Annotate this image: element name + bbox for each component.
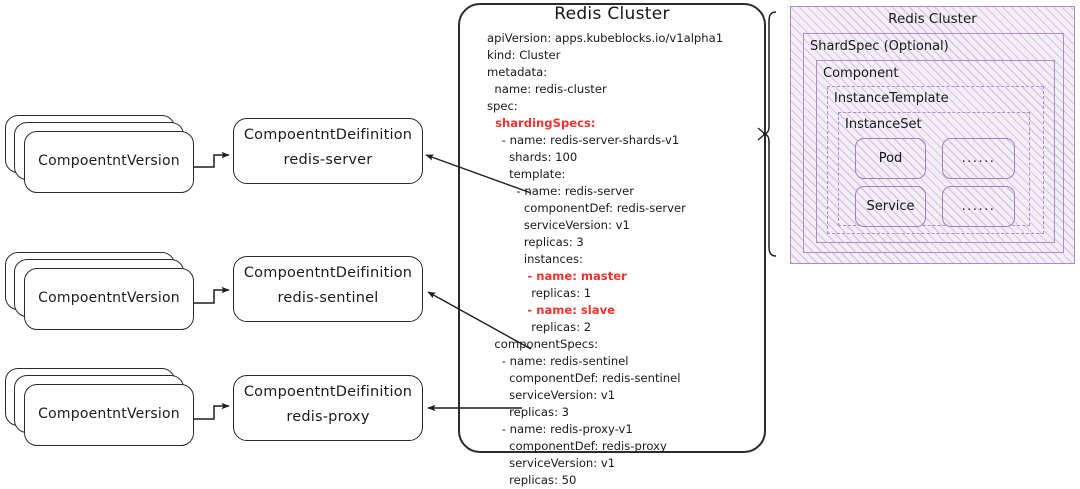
panel-redis-cluster-label: Redis Cluster	[888, 11, 977, 27]
connector-layer	[194, 11, 777, 420]
brace-yaml-to-panel	[757, 11, 777, 257]
yaml-line: serviceVersion: v1	[487, 218, 630, 232]
component-version-stack-2: CompoentntVersion	[5, 252, 195, 330]
yaml-line: template:	[487, 167, 566, 181]
component-version-label: CompoentntVersion	[38, 153, 180, 170]
panel-instanceset-label: InstanceSet	[845, 117, 922, 132]
yaml-line: replicas: 3	[487, 235, 584, 249]
connector-version-to-definition-1	[194, 151, 230, 168]
diagram-canvas: CompoentntVersion CompoentntDeifinition …	[5, 3, 1075, 487]
yaml-line: apiVersion: apps.kubeblocks.io/v1alpha1	[487, 31, 724, 45]
component-version-stack-3: CompoentntVersion	[5, 368, 195, 446]
connector-yaml-to-redis-sentinel	[427, 291, 532, 350]
leaf-box-pod[interactable]: Pod	[855, 138, 926, 179]
yaml-line: spec:	[487, 99, 518, 113]
yaml-line: componentDef: redis-proxy	[487, 439, 667, 453]
connector-yaml-to-redis-server	[425, 154, 532, 194]
yaml-line: shards: 100	[487, 150, 578, 164]
yaml-line: replicas: 2	[487, 320, 592, 334]
yaml-line: serviceVersion: v1	[487, 388, 616, 402]
yaml-line: - name: slave	[487, 303, 616, 317]
leaf-box-service[interactable]: Service	[855, 186, 926, 227]
stack-sheet-front	[24, 268, 194, 330]
stack-sheet-front	[24, 384, 194, 446]
yaml-line: shardingSpecs:	[487, 116, 596, 130]
yaml-line: - name: redis-proxy-v1	[487, 422, 633, 436]
component-version-label: CompoentntVersion	[38, 290, 180, 307]
connector-version-to-definition-2	[194, 286, 230, 304]
panel-shardspec: ShardSpec (Optional) Component InstanceT…	[803, 33, 1064, 253]
connector-version-to-definition-3	[194, 402, 230, 420]
leaf-box-service-more[interactable]: ......	[942, 186, 1015, 227]
yaml-line: - name: master	[487, 269, 627, 283]
component-definition-box-redis-sentinel[interactable]: CompoentntDeifinition redis-sentinel	[233, 256, 423, 322]
stack-sheet-front	[24, 131, 194, 193]
yaml-line: componentDef: redis-sentinel	[487, 371, 681, 385]
yaml-line: metadata:	[487, 65, 548, 79]
component-definition-title: CompoentntDeifinition	[243, 265, 413, 282]
yaml-line: - name: redis-sentinel	[487, 354, 629, 368]
yaml-line: replicas: 1	[487, 286, 592, 300]
component-definition-subtitle: redis-server	[283, 152, 373, 169]
panel-component: Component InstanceTemplate InstanceSet P…	[816, 60, 1055, 243]
yaml-line: - name: redis-server	[487, 184, 634, 198]
panel-shardspec-label: ShardSpec (Optional)	[810, 39, 949, 54]
component-definition-title: CompoentntDeifinition	[243, 127, 413, 144]
component-definition-title: CompoentntDeifinition	[243, 384, 413, 401]
component-version-label: CompoentntVersion	[38, 406, 180, 423]
yaml-line: name: redis-cluster	[487, 82, 607, 96]
panel-instancetemplate: InstanceTemplate InstanceSet Pod ...... …	[827, 86, 1044, 234]
panel-instancetemplate-label: InstanceTemplate	[834, 91, 949, 106]
yaml-card-title: Redis Cluster	[554, 4, 670, 24]
component-definition-subtitle: redis-sentinel	[277, 290, 379, 307]
panel-instanceset: InstanceSet Pod ...... Service ......	[838, 112, 1030, 227]
component-definition-box-redis-server[interactable]: CompoentntDeifinition redis-server	[233, 118, 423, 184]
panel-redis-cluster: Redis Cluster ShardSpec (Optional) Compo…	[790, 6, 1075, 264]
component-definition-box-redis-proxy[interactable]: CompoentntDeifinition redis-proxy	[233, 375, 423, 441]
yaml-line: replicas: 50	[487, 473, 577, 487]
yaml-line: - name: redis-server-shards-v1	[487, 133, 680, 147]
leaf-box-pod-more[interactable]: ......	[942, 138, 1015, 179]
component-definition-subtitle: redis-proxy	[286, 409, 370, 426]
yaml-line: kind: Cluster	[487, 48, 561, 62]
redis-cluster-yaml-card	[458, 3, 766, 453]
panel-component-label: Component	[823, 66, 899, 81]
yaml-line: componentSpecs:	[487, 337, 599, 351]
yaml-line: componentDef: redis-server	[487, 201, 686, 215]
yaml-line: instances:	[487, 252, 583, 266]
component-version-stack-1: CompoentntVersion	[5, 115, 195, 193]
